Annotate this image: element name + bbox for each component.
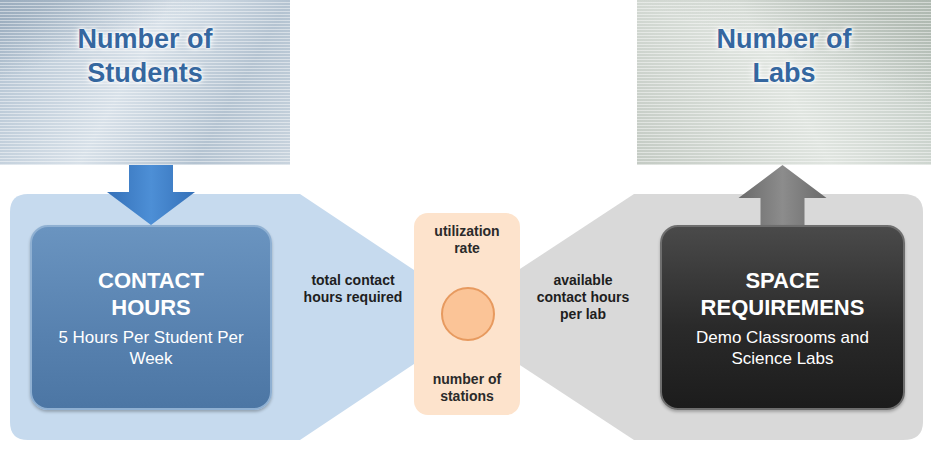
block-arrow (107, 165, 195, 225)
process-box: SPACE REQUIREMENS Demo Classrooms and Sci… (660, 225, 905, 410)
box-body: 5 Hours Per Student Per Week (44, 327, 259, 369)
funnel-outline (488, 194, 923, 440)
band-label: total contact hours required (298, 272, 408, 306)
input-band: total contact hours required CONTACT HOUR… (8, 192, 448, 442)
box-body: Demo Classrooms and Science Labs (675, 327, 890, 369)
band-label: available contact hours per lab (528, 272, 638, 323)
block-arrow (739, 165, 827, 225)
arrow-shape (739, 165, 827, 225)
students-photo: Number of Students (0, 0, 290, 165)
box-heading: SPACE REQUIREMENS (695, 267, 870, 321)
hub-circle (442, 288, 494, 340)
photo-title: Number of Labs (694, 22, 874, 90)
photo-title: Number of Students (55, 22, 235, 90)
factor-panel: utilization rate number of stations (414, 213, 520, 415)
output-band: available contact hours per lab SPACE REQ… (478, 192, 925, 442)
box-heading: CONTACT HOURS (64, 267, 239, 321)
labs-photo: Number of Labs (637, 0, 931, 165)
process-box: CONTACT HOURS 5 Hours Per Student Per Wee… (30, 225, 272, 410)
factor-label: utilization rate (421, 223, 513, 257)
factor-label: number of stations (421, 371, 513, 405)
funnel-outline (10, 194, 444, 440)
arrow-shape (107, 165, 195, 225)
